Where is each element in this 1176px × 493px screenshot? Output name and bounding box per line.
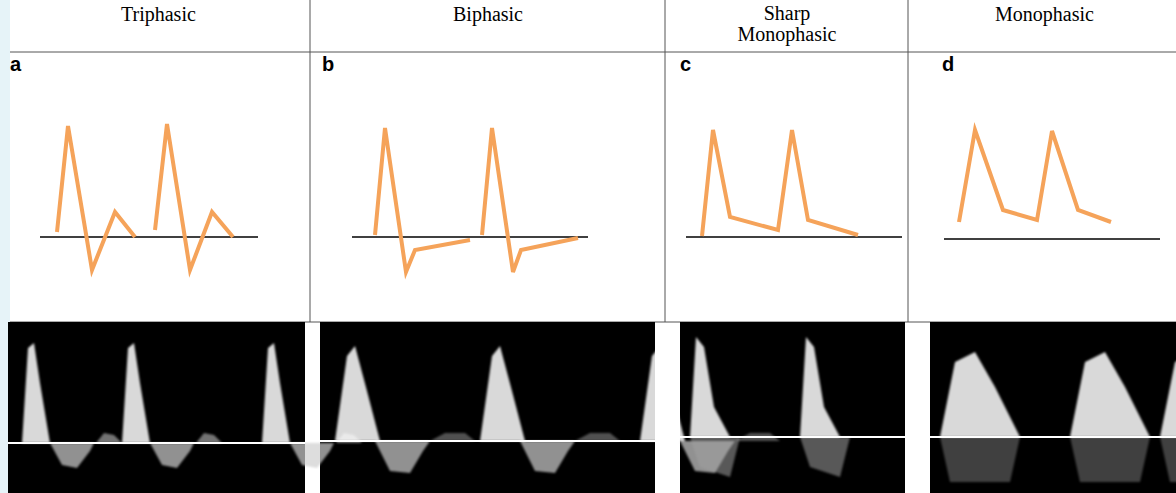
schematic-waveform bbox=[57, 124, 1111, 272]
panel-letter: b bbox=[322, 53, 334, 75]
panel-letter: c bbox=[680, 53, 691, 75]
baseline bbox=[40, 237, 1160, 239]
column-header: Monophasic bbox=[995, 4, 1094, 25]
column-header: Triphasic bbox=[121, 4, 196, 25]
column-header: Sharp Monophasic bbox=[722, 3, 852, 45]
panel-letter: d bbox=[942, 53, 954, 75]
panel-letter: a bbox=[10, 53, 21, 75]
column-header: Biphasic bbox=[453, 4, 523, 25]
table-grid bbox=[10, 0, 1176, 322]
doppler-spectrum bbox=[8, 322, 1176, 493]
